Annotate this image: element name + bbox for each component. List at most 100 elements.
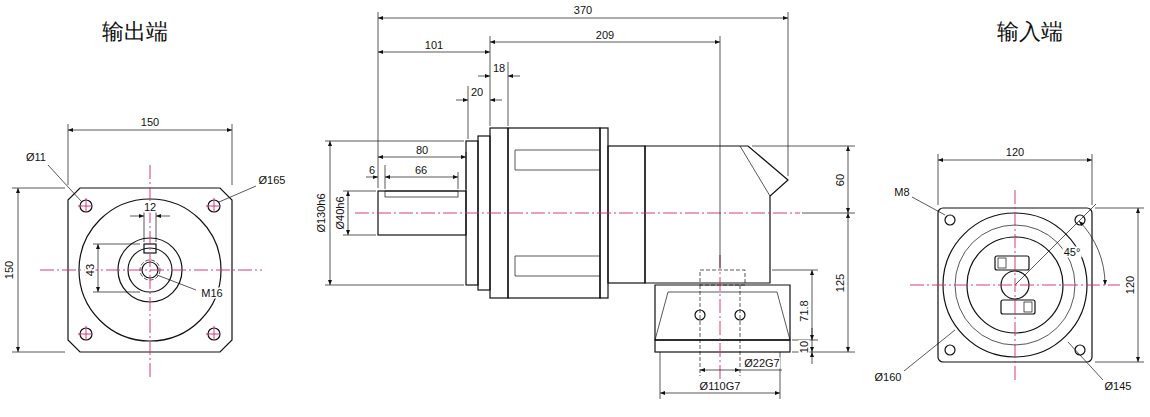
center-line: [1015, 190, 1016, 382]
dimension-line: [1095, 362, 1144, 363]
dimension-line: [12, 188, 65, 189]
dimension-line: [660, 393, 780, 394]
dimension-line: [802, 213, 855, 214]
gearbox-side-view: [515, 150, 600, 151]
dimension-line: [12, 352, 65, 353]
dimension-line: [468, 86, 469, 139]
gearbox-side-view: [655, 292, 790, 340]
dimension-line: [68, 124, 69, 185]
dimension-label: 43: [85, 263, 96, 277]
dimension-line: [330, 141, 331, 285]
input-flange-view: [1024, 302, 1032, 312]
view-title-label: 输出端: [101, 21, 169, 43]
gearbox-side-view: [740, 285, 741, 376]
leader-line: [1068, 342, 1103, 380]
dimension-label: Ø130h6: [316, 192, 327, 233]
dimension-line: [18, 188, 19, 352]
input-flange-view: [1015, 204, 1096, 285]
dimension-label: 71.8: [799, 299, 810, 322]
dimension-line: [325, 285, 464, 286]
leader-line: [157, 275, 196, 290]
dimension-label: 150: [140, 117, 160, 128]
gearbox-side-view: [385, 191, 458, 197]
gearbox-side-view: [700, 285, 701, 376]
center-line: [150, 165, 151, 378]
center-line: [355, 213, 800, 214]
dimension-label: 60: [835, 173, 846, 187]
center-line: [720, 255, 721, 380]
dimension-label: 120: [1125, 275, 1136, 295]
dimension-line: [378, 12, 379, 188]
center-line: [86, 326, 87, 342]
dimension-line: [938, 154, 1144, 362]
dimension-line: [490, 36, 491, 126]
dimension-line: [68, 130, 232, 131]
dimension-line: [458, 172, 459, 189]
dimension-line: [93, 244, 140, 245]
input-flange-view: [1079, 221, 1105, 285]
dimension-line: [1138, 208, 1139, 362]
gearbox-side-view: [740, 146, 770, 196]
dimension-line: [1092, 154, 1093, 205]
dimension-label: 20: [470, 87, 484, 98]
gearbox-side-view: [608, 146, 645, 283]
center-line: [40, 165, 262, 378]
gearbox-side-view: [655, 340, 790, 352]
center-line: [40, 270, 262, 271]
dimension-line: [812, 352, 813, 364]
gearbox-side-view: [515, 150, 516, 170]
dimension-line: [720, 36, 721, 268]
callout-label: Ø11: [25, 152, 47, 163]
view-title-label: 输入端: [996, 21, 1064, 43]
gearbox-side-view: [515, 256, 516, 276]
dimension-label: 6: [368, 165, 376, 176]
dimension-line: [366, 177, 378, 178]
dimension-label: 66: [414, 165, 428, 176]
dimension-label: Ø110G7: [699, 381, 742, 392]
dimension-line: [98, 244, 99, 292]
dimension-line: [93, 292, 140, 293]
dimension-line: [938, 154, 939, 205]
center-line: [910, 190, 1120, 382]
dimension-line: [1095, 208, 1144, 209]
dimension-line: [378, 18, 788, 19]
input-flange-view: [945, 215, 955, 225]
dimension-line: [156, 216, 170, 217]
dimension-line: [752, 146, 855, 147]
gearbox-side-view: [515, 276, 600, 277]
dimension-line: [490, 100, 502, 101]
dimension-line: [325, 12, 855, 393]
leader-line: [219, 186, 256, 202]
dimension-line: [848, 146, 849, 213]
callout-label: M8: [893, 187, 910, 198]
center-line: [355, 213, 800, 380]
dimension-line: [508, 76, 520, 77]
gearbox-side-view: [378, 128, 790, 399]
dimension-line: [385, 177, 458, 178]
dimension-label: 120: [1005, 147, 1025, 158]
callout-label: Ø160: [874, 372, 903, 383]
callout-label: Ø165: [258, 175, 287, 186]
dimension-line: [456, 100, 468, 101]
dimension-line: [508, 62, 509, 126]
dimension-label: 150: [4, 260, 15, 280]
input-flange-view: [945, 345, 955, 355]
input-flange-view: [1075, 345, 1085, 355]
dimension-label: 370: [573, 5, 593, 16]
input-flange-view: [1001, 300, 1035, 314]
leader-line: [904, 197, 1103, 380]
dimension-label: Ø22G7: [743, 358, 780, 369]
center-line: [214, 326, 215, 342]
dimension-line: [232, 124, 233, 185]
callout-label: Ø145: [1104, 381, 1133, 392]
dimension-label: 80: [415, 145, 429, 156]
gearbox-side-view: [700, 270, 745, 285]
gearbox-side-view: [515, 256, 600, 257]
dimension-line: [812, 328, 813, 340]
dimension-label: 209: [595, 30, 615, 41]
gearbox-side-view: [660, 352, 661, 399]
dimension-line: [348, 191, 349, 235]
leader-line: [48, 165, 81, 201]
